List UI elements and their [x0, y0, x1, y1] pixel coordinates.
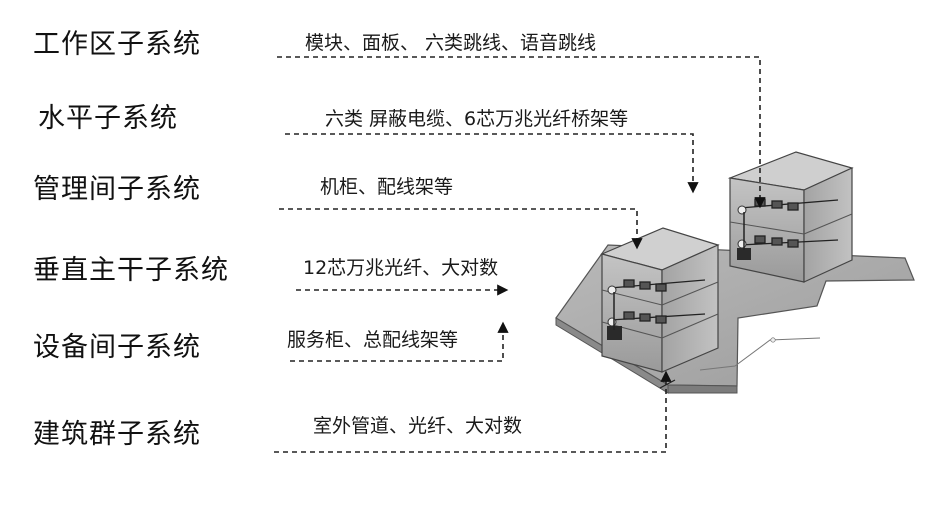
leader-building-group: [274, 370, 672, 453]
desc-building-group: 室外管道、光纤、大对数: [313, 415, 523, 437]
building-back: [727, 151, 854, 283]
subsystem-label-equipment-room: 设备间子系统: [33, 332, 201, 363]
leader-equipment-room: [290, 321, 509, 362]
subsystem-label-vertical-backbone: 垂直主干子系统: [33, 255, 229, 286]
building-front: [600, 227, 720, 373]
desc-work-area: 模块、面板、 六类跳线、语音跳线: [305, 32, 597, 54]
leader-management: [279, 208, 643, 250]
desc-vertical-backbone: 12芯万兆光纤、大对数: [303, 257, 499, 279]
subsystem-label-management: 管理间子系统: [33, 174, 201, 205]
leader-horizontal: [285, 133, 699, 194]
leader-work-area: [277, 56, 766, 209]
desc-horizontal: 六类 屏蔽电缆、6芯万兆光纤桥架等: [325, 108, 629, 130]
subsystem-label-building-group: 建筑群子系统: [33, 419, 201, 450]
subsystem-label-work-area: 工作区子系统: [33, 29, 201, 60]
desc-management: 机柜、配线架等: [320, 176, 454, 198]
subsystem-label-horizontal: 水平子系统: [38, 103, 178, 134]
desc-equipment-room: 服务柜、总配线架等: [287, 329, 459, 351]
